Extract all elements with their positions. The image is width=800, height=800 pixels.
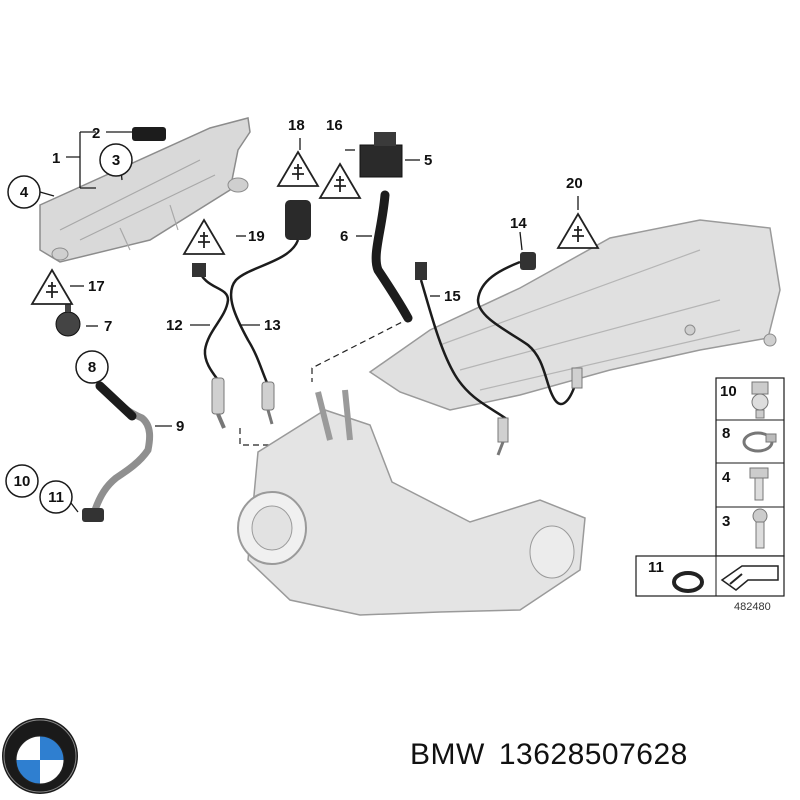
circled-callout-8: 8 [75, 350, 109, 384]
svg-text:8: 8 [88, 359, 96, 376]
callout-6: 6 [340, 228, 348, 245]
svg-text:10: 10 [14, 473, 31, 490]
sensor-wiring-12-13 [192, 200, 311, 429]
callout-1: 1 [52, 150, 60, 167]
warning-icon-16 [319, 163, 361, 199]
hose-part-9 [55, 304, 154, 522]
callout-15: 15 [444, 288, 461, 305]
bolt-icon [749, 467, 769, 501]
parts-legend: 10 8 4 3 11 482480 [635, 377, 785, 613]
arrow-shim-icon [720, 565, 779, 591]
exhaust-temp-sensor-14-15 [415, 252, 583, 456]
bracket-part [39, 117, 251, 263]
brand-name: BMW [410, 738, 485, 771]
intake-manifold-part [368, 219, 781, 411]
diagram-number: 482480 [734, 601, 771, 613]
callout-5: 5 [424, 152, 432, 169]
callout-12: 12 [166, 317, 183, 334]
legend-label-11: 11 [648, 559, 664, 576]
legend-label-3: 3 [722, 513, 730, 530]
screw-icon [752, 508, 768, 549]
legend-label-8: 8 [722, 425, 730, 442]
warning-icon-19 [183, 219, 225, 255]
hose-clamp-icon [742, 431, 777, 453]
callout-9: 9 [176, 418, 184, 435]
callout-20: 20 [566, 175, 583, 192]
svg-text:11: 11 [48, 489, 64, 506]
pressure-sensor-part [359, 132, 413, 323]
callout-7: 7 [104, 318, 112, 335]
warning-icon-20 [557, 213, 599, 249]
callout-14: 14 [510, 215, 527, 232]
legend-label-10: 10 [720, 383, 737, 400]
callout-19: 19 [248, 228, 265, 245]
callout-18: 18 [288, 117, 305, 134]
callout-17: 17 [88, 278, 105, 295]
gasket-ring-icon [672, 571, 704, 593]
brand-part-number: BMW 13628507628 [410, 738, 688, 772]
warning-icon-17 [31, 269, 73, 305]
banjo-bolt-icon [751, 381, 769, 419]
circled-callout-11: 11 [39, 480, 73, 514]
particulate-filter-part [237, 389, 586, 616]
part-number: 13628507628 [498, 738, 688, 771]
leader-lines [39, 131, 579, 513]
callout-2: 2 [92, 125, 100, 142]
callout-16: 16 [326, 117, 343, 134]
warning-icon-18 [277, 151, 319, 187]
circled-callout-4: 4 [7, 175, 41, 209]
svg-text:3: 3 [112, 152, 120, 169]
svg-text:4: 4 [20, 184, 29, 201]
bmw-logo [2, 718, 78, 794]
callout-13: 13 [264, 317, 281, 334]
legend-label-4: 4 [722, 469, 731, 486]
circled-callout-10: 10 [5, 464, 39, 498]
circled-callout-3: 3 [99, 143, 133, 177]
clip-part-2 [132, 127, 166, 141]
